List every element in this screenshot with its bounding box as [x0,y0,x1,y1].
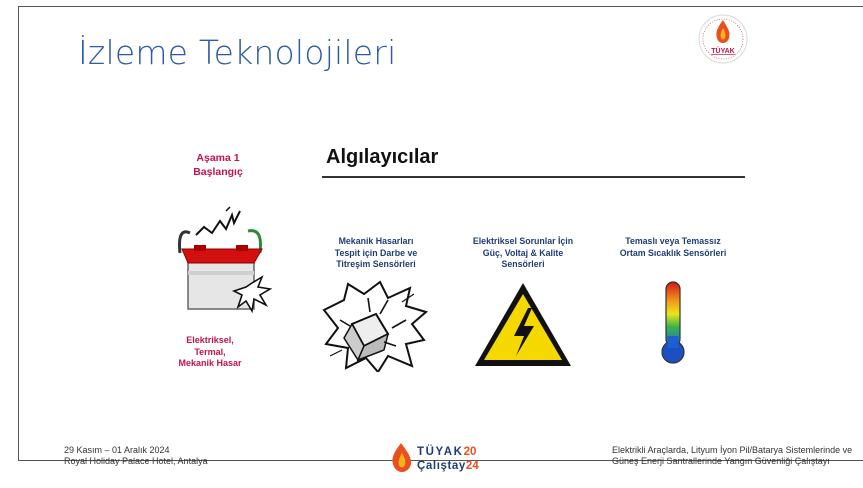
tuyak-logo-icon: TÜYAK [698,14,748,64]
damage-thermal: Termal, [194,346,226,357]
slide-frame [18,6,863,461]
svg-text:TÜYAK20: TÜYAK20 [417,445,476,458]
slide-title: İzleme Teknolojileri [78,33,397,72]
footer-logo-bottom-num: 24 [466,460,479,472]
footer-event-info: 29 Kasım – 01 Aralık 2024 Royal Holiday … [64,445,208,467]
impact-crack-icon [322,280,428,372]
sensor-label-line: Temaslı veya Temassız [625,236,721,246]
sensor-label-line: Güç, Voltaj & Kalite [482,247,564,258]
damage-electrical: Elektriksel, [186,335,234,345]
footer-logo-bottom: Çalıştay [417,460,466,472]
sensor-label-line: Ortam Sıcaklık Sensörleri [619,247,727,258]
damage-types: Elektriksel, Termal, Mekanik Hasar [160,335,260,370]
thermometer-icon [661,281,685,364]
footer-event-title: Elektrikli Araçlarda, Lityum İyon Pil/Ba… [612,445,852,467]
sensor-label-line: Tespit için Darbe ve [334,247,418,258]
sensor-label-line: Elektriksel Sorunlar İçin [472,236,574,246]
sensor-label-line: Mekanik Hasarları [338,236,414,246]
damage-mechanical: Mekanik Hasar [178,358,242,368]
high-voltage-warning-icon [475,283,571,366]
stage-label: Aşama 1 Başlangıç [168,151,268,179]
sensor-label-impact: Mekanik Hasarları Tespit için Darbe ve T… [322,236,430,271]
footer-date: 29 Kasım – 01 Aralık 2024 [64,445,170,455]
svg-text:Çalıştay24: Çalıştay24 [417,460,479,472]
stage-number: Aşama 1 [196,152,240,164]
damaged-battery-icon [178,206,272,314]
footer-event-line2: Güneş Enerji Santrallerinde Yangın Güven… [612,456,830,466]
footer-logo-top: TÜYAK [417,445,464,458]
sensor-label-line: Sensörleri [501,259,545,269]
sensor-label-line: Titreşim Sensörleri [336,259,416,269]
footer-venue: Royal Holiday Palace Hotel, Antalya [64,456,208,466]
tuyak-calistay-logo-icon: TÜYAK20 Çalıştay24 [392,443,479,472]
logo-text: TÜYAK [711,46,734,55]
section-heading: Algılayıcılar [326,146,439,168]
sensor-label-temperature: Temaslı veya Temassız Ortam Sıcaklık Sen… [610,236,736,259]
footer-logo-top-num: 20 [464,446,477,458]
sensor-label-electrical: Elektriksel Sorunlar İçin Güç, Voltaj & … [461,236,585,271]
heading-underline [322,176,745,178]
stage-name: Başlangıç [193,166,243,178]
footer-event-line1: Elektrikli Araçlarda, Lityum İyon Pil/Ba… [612,445,853,455]
